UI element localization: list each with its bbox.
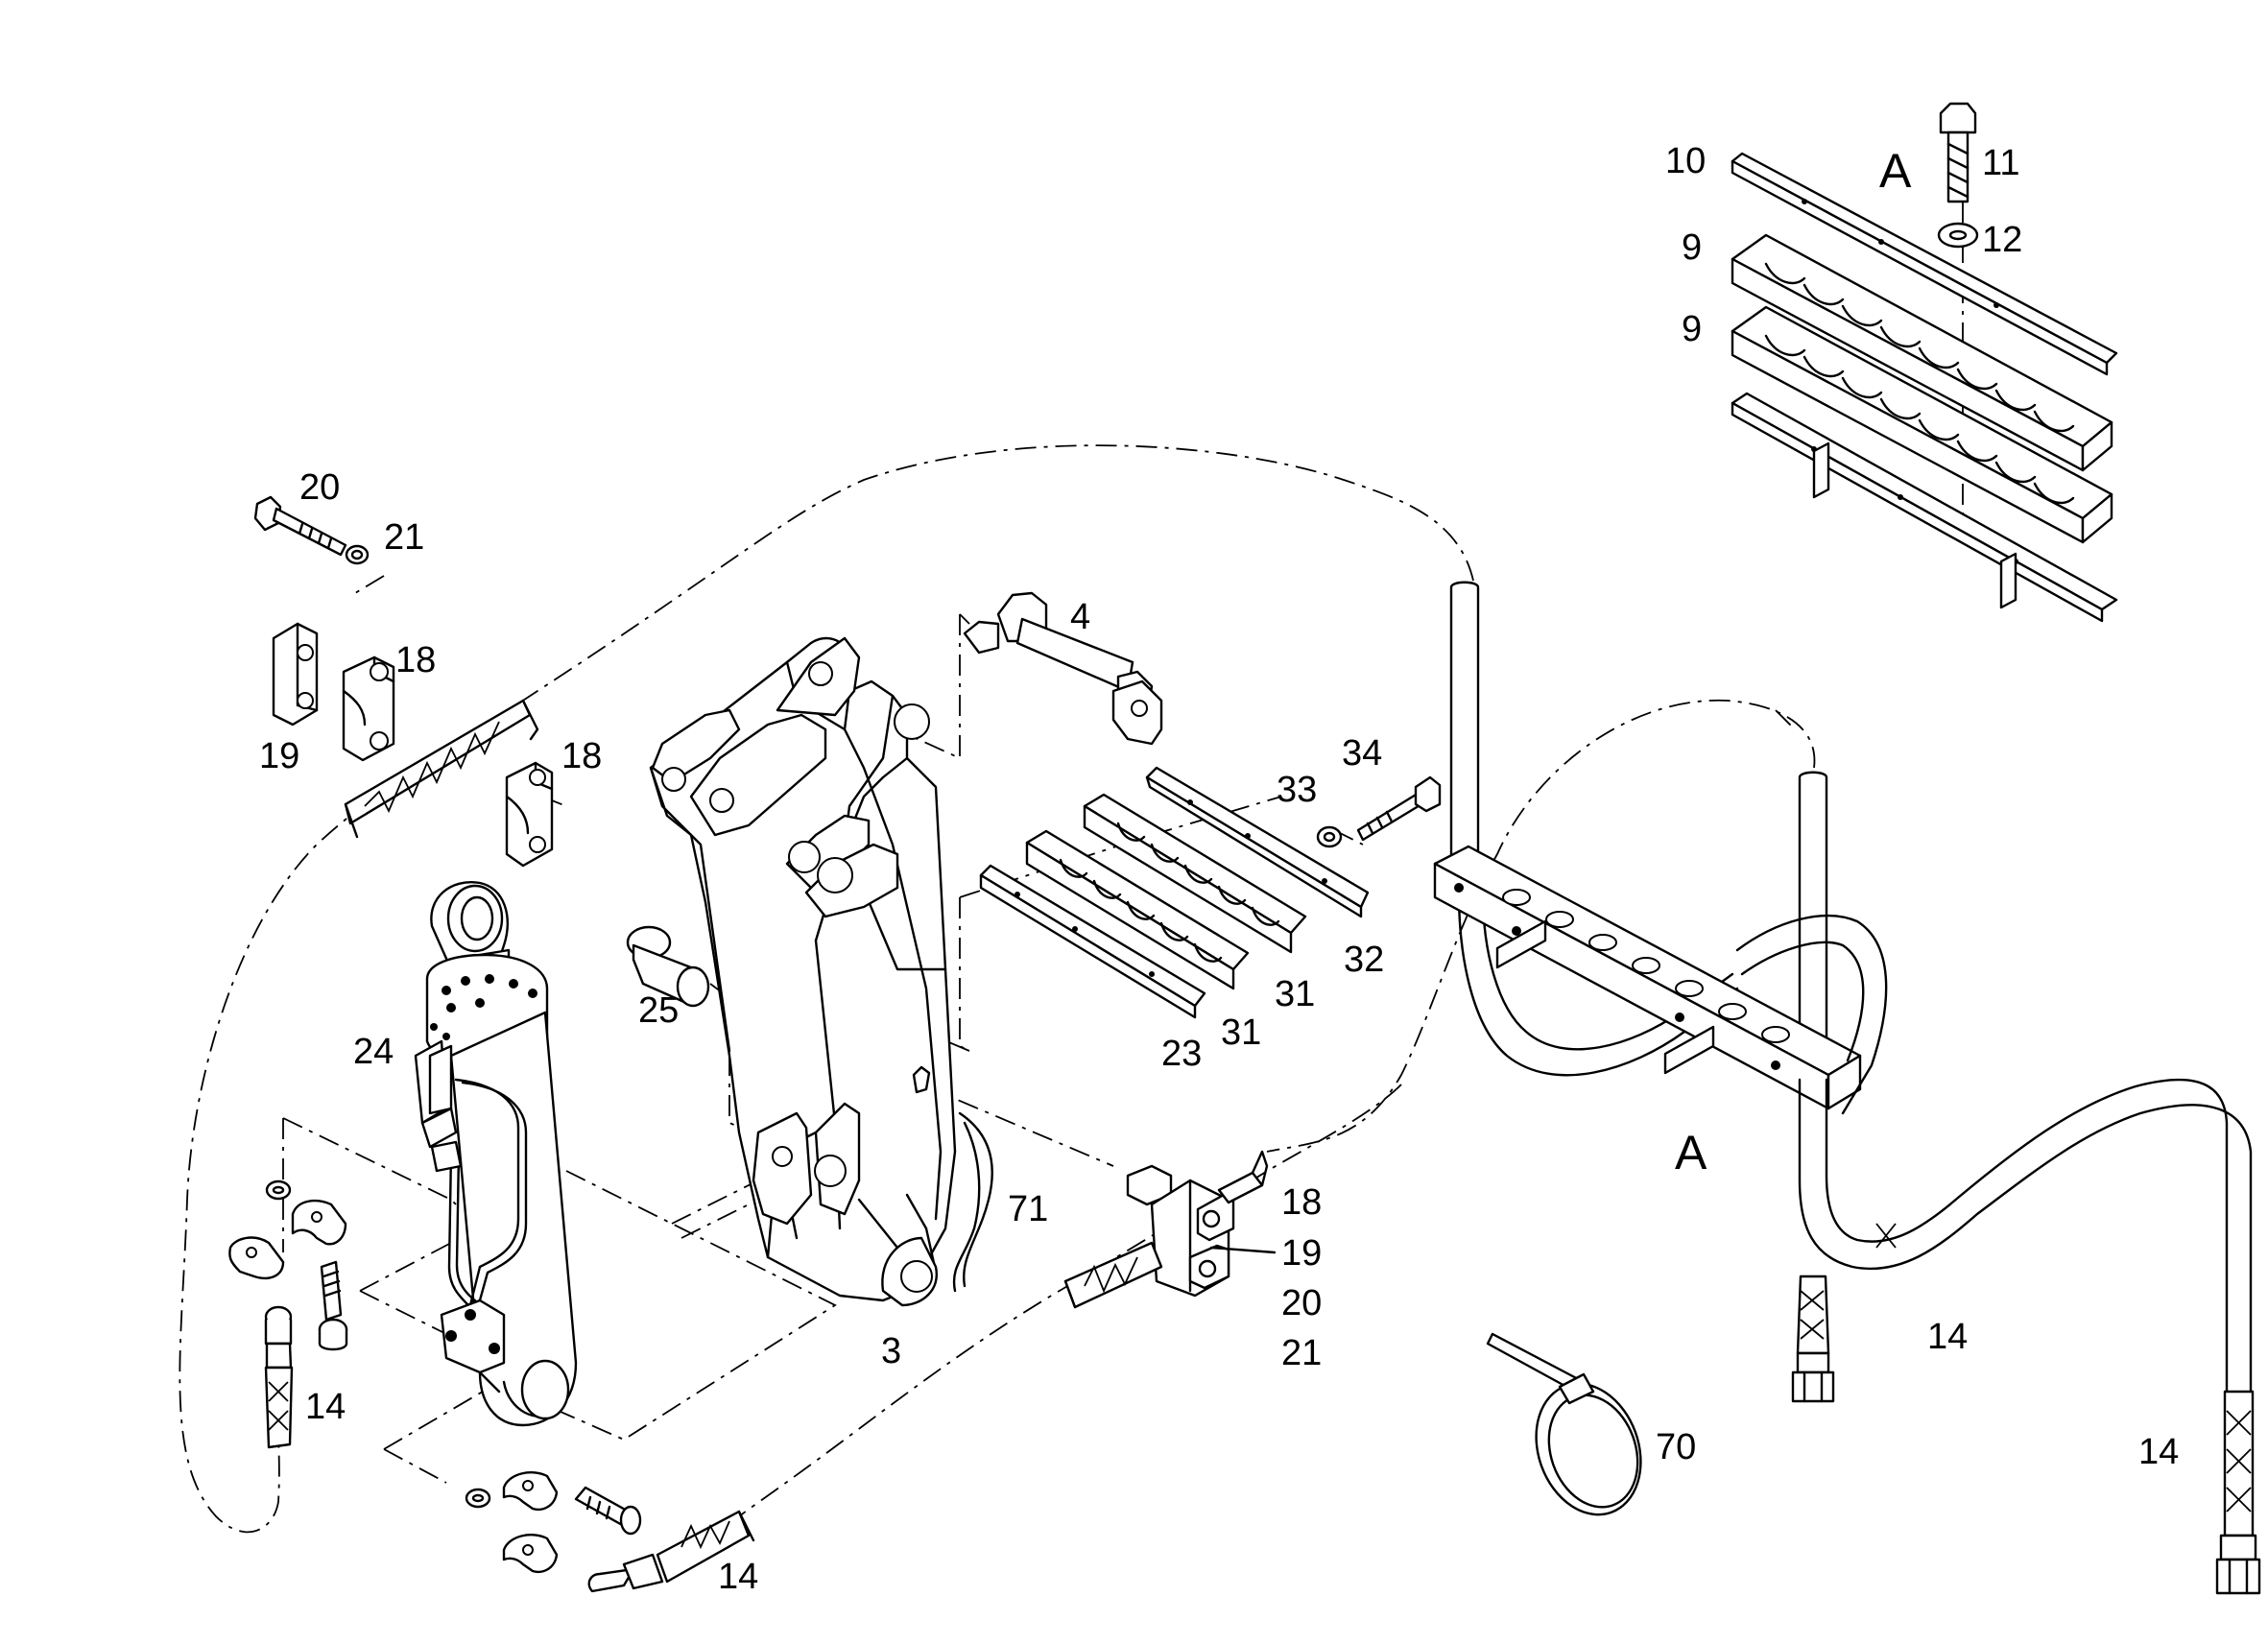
label-25: 25: [638, 990, 679, 1031]
label-19-left: 19: [259, 736, 299, 776]
label-21-right: 21: [1281, 1333, 1322, 1373]
pivot-pin-4: [963, 591, 1163, 746]
leader-line-19: [1209, 1246, 1277, 1254]
label-33: 33: [1277, 770, 1317, 810]
label-14-right: 14: [1927, 1317, 1968, 1357]
label-32: 32: [1344, 940, 1384, 980]
fitting-parts-left: [228, 1179, 755, 1593]
label-31-lower: 31: [1221, 1013, 1261, 1053]
detail-a-label-bottom: A: [1675, 1126, 1707, 1179]
label-34: 34: [1342, 733, 1382, 774]
hose-clamp-block-right: [1063, 1150, 1269, 1309]
label-19-right: 19: [1281, 1233, 1322, 1274]
label-20-left: 20: [299, 467, 340, 508]
label-20-right: 20: [1281, 1283, 1322, 1323]
label-21-left: 21: [384, 517, 424, 558]
label-71: 71: [1008, 1189, 1048, 1229]
label-3: 3: [881, 1331, 901, 1371]
label-14-left: 14: [305, 1387, 346, 1427]
label-31-upper: 31: [1275, 974, 1315, 1014]
clamp-assembly-top-left: [253, 495, 554, 868]
label-18-right: 18: [1281, 1182, 1322, 1223]
label-4: 4: [1070, 597, 1090, 637]
detail-a-label-top: A: [1879, 144, 1912, 198]
label-12: 12: [1982, 220, 2022, 260]
label-9-upper: 9: [1682, 227, 1702, 268]
hydraulic-cylinder: [414, 881, 578, 1427]
label-10: 10: [1665, 141, 1706, 181]
part-labels: 3 4 9 9 10 11 12 14 14 14 14 18 18 18 19…: [259, 141, 2179, 1597]
detail-a-exploded-parts: [1731, 102, 2118, 623]
label-24: 24: [353, 1032, 394, 1072]
label-11: 11: [1982, 143, 2019, 183]
label-9-lower: 9: [1682, 309, 1702, 349]
cable-tie-70: [1486, 1332, 1642, 1516]
detail-a-bar-assembly: [1433, 581, 2261, 1595]
label-18-mid: 18: [561, 736, 602, 776]
boom-arm: [649, 636, 993, 1307]
label-70: 70: [1656, 1427, 1696, 1467]
label-14-far-right: 14: [2138, 1432, 2179, 1472]
hose-plate-set: [979, 766, 1442, 1019]
label-18-top: 18: [395, 640, 436, 680]
pivot-pin-25: [626, 925, 710, 1008]
label-14-bottom: 14: [718, 1557, 758, 1597]
label-23: 23: [1161, 1034, 1202, 1074]
